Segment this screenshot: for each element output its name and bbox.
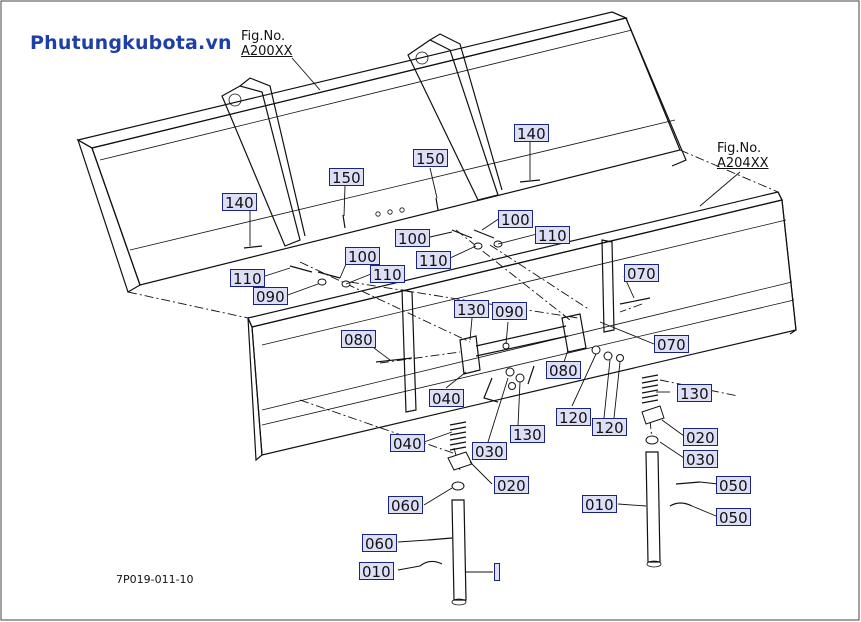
callout-part[interactable]: 140: [514, 124, 549, 143]
callout-part[interactable]: 080: [341, 330, 376, 349]
fig-ref-line2: A200XX: [241, 44, 293, 59]
callout-part[interactable]: 100: [498, 210, 533, 229]
callout-part[interactable]: 130: [677, 384, 712, 403]
callout-part[interactable]: 120: [592, 418, 627, 437]
callout-part[interactable]: 010: [582, 495, 617, 514]
callout-part[interactable]: 120: [556, 408, 591, 427]
left-skid: [419, 421, 473, 606]
figure-code: 7P019-011-10: [116, 573, 194, 586]
callout-part[interactable]: 090: [253, 287, 288, 306]
callout-part[interactable]: 130: [510, 425, 545, 444]
lower-blade: [247, 191, 797, 462]
callout-part[interactable]: 110: [370, 265, 405, 284]
upper-blade: [76, 11, 687, 293]
callout-part[interactable]: 150: [413, 149, 448, 168]
fig-ref-a200xx[interactable]: Fig.No. A200XX: [241, 29, 293, 59]
callout-part[interactable]: 020: [494, 476, 529, 495]
callout-part[interactable]: 100: [395, 229, 430, 248]
leader-lines: [249, 57, 741, 573]
callout-part[interactable]: 130: [454, 300, 489, 319]
fig-ref-line1: Fig.No.: [717, 141, 762, 156]
callout-part[interactable]: 110: [535, 226, 570, 245]
fig-ref-line1: Fig.No.: [241, 29, 286, 44]
right-skid: [641, 374, 701, 568]
callout-part[interactable]: 150: [329, 168, 364, 187]
callout-part[interactable]: 050: [716, 508, 751, 527]
callout-part[interactable]: 050: [716, 476, 751, 495]
callout-part[interactable]: 110: [416, 251, 451, 270]
fig-ref-line2: A204XX: [717, 156, 769, 171]
fig-ref-a204xx[interactable]: Fig.No. A204XX: [717, 141, 769, 171]
callout-part[interactable]: 040: [390, 434, 425, 453]
callout-part[interactable]: 070: [624, 264, 659, 283]
callout-part[interactable]: 110: [230, 269, 265, 288]
callout-part[interactable]: 080: [546, 361, 581, 380]
callout-part[interactable]: 060: [388, 496, 423, 515]
brand-logo-text: Phutungkubota.vn: [30, 32, 232, 54]
callout-part[interactable]: 060: [362, 534, 397, 553]
callout-part[interactable]: 030: [683, 450, 718, 469]
callout-part[interactable]: [494, 563, 500, 581]
callout-part[interactable]: 070: [654, 335, 689, 354]
callout-part[interactable]: 040: [429, 389, 464, 408]
center-hardware: [483, 342, 624, 403]
callout-part[interactable]: 030: [472, 442, 507, 461]
callout-part[interactable]: 020: [683, 428, 718, 447]
callout-part[interactable]: 140: [222, 193, 257, 212]
callout-part[interactable]: 010: [359, 562, 394, 581]
callout-part[interactable]: 090: [492, 302, 527, 321]
callout-part[interactable]: 100: [345, 247, 380, 266]
